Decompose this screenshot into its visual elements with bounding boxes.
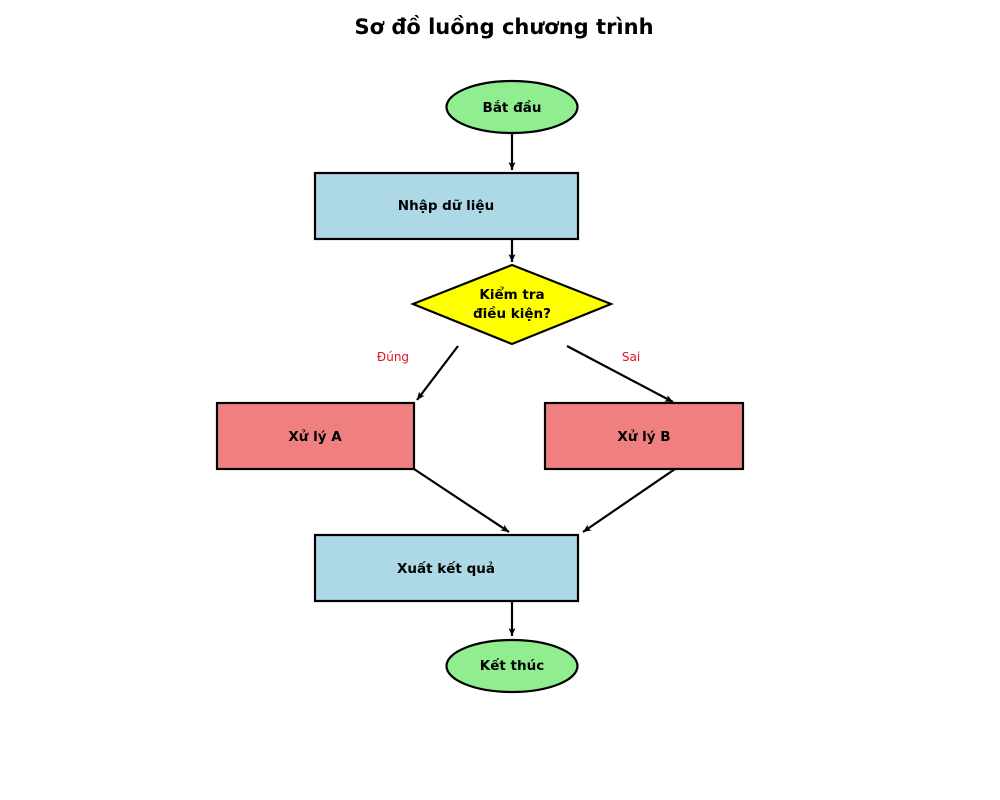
- node-output-label: Xuất kết quả: [397, 560, 495, 577]
- edges: [413, 134, 676, 636]
- node-end: Kết thúc: [445, 638, 579, 694]
- edge-process-a-to-output: [413, 468, 510, 533]
- node-process-a: Xử lý A: [215, 401, 416, 471]
- node-end-label: Kết thúc: [480, 657, 544, 674]
- node-check-label-line-1: Kiểm tra: [479, 286, 544, 303]
- diagram-title: Sơ đồ luồng chương trình: [354, 15, 653, 39]
- edge-check-to-process-b: [566, 345, 674, 403]
- node-input-label: Nhập dữ liệu: [398, 198, 494, 214]
- node-start-label: Bắt đầu: [483, 99, 542, 116]
- node-output: Xuất kết quả: [313, 533, 580, 603]
- edge-check-to-process-a: [416, 345, 459, 401]
- process-a-shape: [215, 401, 416, 471]
- check-decision-shape: [410, 263, 614, 346]
- process-b-shape: [543, 401, 745, 471]
- edge-label-false: Sai: [622, 350, 640, 364]
- node-process-b: Xử lý B: [543, 401, 745, 471]
- edge-label-true: Đúng: [377, 350, 409, 364]
- end-terminal-shape: [445, 638, 579, 694]
- node-process-b-label: Xử lý B: [617, 429, 670, 445]
- node-process-a-label: Xử lý A: [288, 429, 342, 445]
- input-process-shape: [313, 171, 580, 241]
- output-process-shape: [313, 533, 580, 603]
- node-check-label-line-2: điều kiện?: [473, 305, 551, 322]
- node-check: Kiểm tra điều kiện?: [410, 263, 614, 346]
- node-input: Nhập dữ liệu: [313, 171, 580, 241]
- node-start: Bắt đầu: [445, 79, 579, 135]
- edge-process-b-to-output: [582, 468, 676, 533]
- start-terminal-shape: [445, 79, 579, 135]
